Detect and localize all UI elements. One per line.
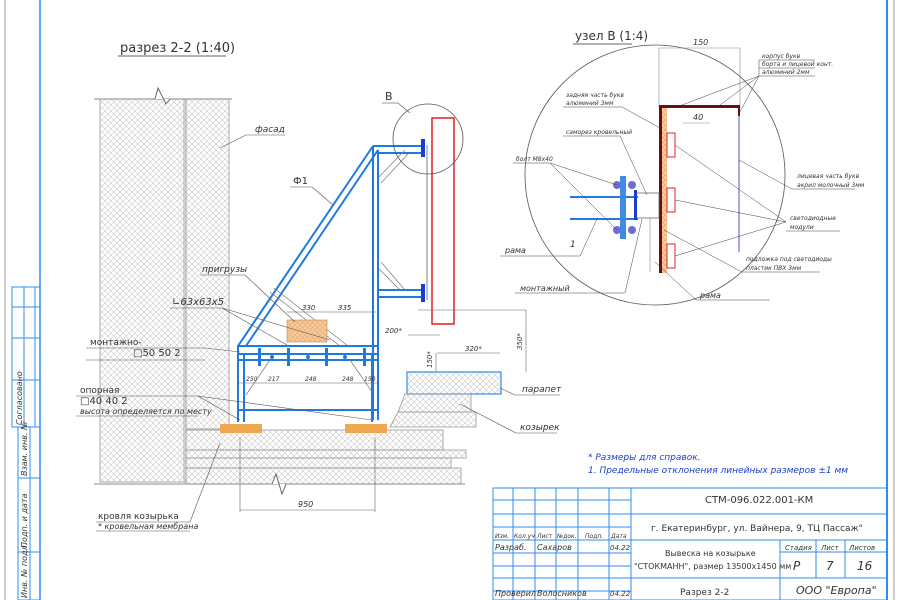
checked-label: Проверил xyxy=(495,589,536,598)
sheet-label: Лист xyxy=(820,544,840,552)
dim-bottom-1: 250 xyxy=(246,376,258,383)
developed-by: Сахаров xyxy=(537,543,572,552)
header-sign: Подп. xyxy=(585,533,603,540)
stamp-sign-date: Подп. и дата xyxy=(20,493,29,548)
parapet xyxy=(406,371,502,395)
label-roof-note: * кровельная мембрана xyxy=(98,522,198,531)
dim-bottom-5: 150 xyxy=(364,376,376,383)
doc-code: СТМ-096.022.001-КМ xyxy=(705,495,813,506)
header-qty: Кол.уч xyxy=(514,533,535,540)
label-mounting: монтажно- xyxy=(90,338,142,348)
detail-bubble-b xyxy=(392,103,464,175)
sign-letter xyxy=(431,117,455,325)
callout-bolt: болт М8х40 xyxy=(516,156,553,163)
sheet-title: Разрез 2-2 xyxy=(680,588,729,598)
note-reference: * Размеры для справок. xyxy=(588,453,701,463)
callout-body-3: алюминий 2мм xyxy=(762,69,810,76)
side-stamp xyxy=(11,286,41,600)
detail-dim-150: 150 xyxy=(693,38,708,47)
label-support-note: высота определяется по месту xyxy=(80,407,212,416)
detail-circle xyxy=(524,44,786,306)
note-tolerance: 1. Предельные отклонения линейных размер… xyxy=(588,466,848,476)
header-date: Дата xyxy=(610,533,627,540)
callout-face-2: акрил молочный 3мм xyxy=(797,182,865,189)
label-roof: кровля козырька xyxy=(98,512,179,522)
dim-bottom-3: 248 xyxy=(305,376,317,383)
stamp-inv-replacement: Взам. инв. № xyxy=(20,422,29,476)
developed-label: Разраб. xyxy=(495,543,526,552)
label-angle: ∟63х63х5 xyxy=(172,297,224,308)
label-weights: пригрузы xyxy=(202,265,247,275)
header-change: Изм. xyxy=(495,533,509,540)
header-sheet: Лист xyxy=(536,533,553,540)
callout-led-2: модули xyxy=(790,224,814,231)
checked-date: 04.22 xyxy=(610,590,631,598)
sheet-value: 7 xyxy=(826,559,834,573)
dim-950: 950 xyxy=(298,500,313,509)
detail-title: узел В (1:4) xyxy=(575,29,648,43)
canopy-layers xyxy=(94,371,502,496)
stage-value: Р xyxy=(793,559,801,573)
label-support: опорная xyxy=(80,386,119,396)
stage-label: Стадия xyxy=(785,544,812,552)
dim-top-a: 330 xyxy=(302,304,316,312)
callout-body-2: борта и лицевой конт. xyxy=(762,61,833,68)
callout-frame: рама xyxy=(504,246,526,255)
label-frame-f1: Ф1 xyxy=(293,176,308,187)
stamp-inv-original: Инв. № подл. xyxy=(20,543,29,598)
callout-substrate-2: пластик ПВХ 3мм xyxy=(746,265,802,272)
callout-substrate-1: подложка под светодиоды xyxy=(746,256,832,263)
company-name: ООО "Европа" xyxy=(796,584,877,597)
dim-top-b: 335 xyxy=(338,304,352,312)
callout-frame-num: 1 xyxy=(570,240,576,250)
callout-led-1: светодиодные xyxy=(790,215,836,222)
callout-body-1: корпус букв xyxy=(762,53,801,60)
label-facade: фасад xyxy=(255,125,285,135)
frame-bolts xyxy=(258,348,366,366)
detail-dim-40: 40 xyxy=(693,113,703,122)
header-doc: №док. xyxy=(556,533,577,540)
label-parapet: парапет xyxy=(522,385,562,395)
dim-bottom-4: 248 xyxy=(342,376,354,383)
sheets-label: Листов xyxy=(848,544,875,552)
callout-back-2: алюминий 3мм xyxy=(566,100,614,107)
section-title: разрез 2-2 (1:40) xyxy=(120,41,235,56)
callout-face-1: лицевая часть букв xyxy=(796,173,860,180)
object-line2: "СТОКМАНН", размер 13500x1450 мм xyxy=(634,562,791,571)
label-bubble-b: В xyxy=(385,90,393,103)
callout-frame2: рама xyxy=(699,291,721,300)
sheets-value: 16 xyxy=(857,559,873,573)
support-block-left xyxy=(220,424,262,433)
dim-bottom-2: 217 xyxy=(268,376,280,383)
sign-body-top xyxy=(659,105,740,108)
dim-200: 200* xyxy=(385,327,402,335)
bolt-plate xyxy=(620,176,626,239)
label-canopy: козырек xyxy=(520,423,560,433)
object-line1: Вывеска на козырьке xyxy=(665,549,756,558)
doc-address: г. Екатеринбург, ул. Вайнера, 9, ТЦ Пасс… xyxy=(651,524,863,534)
callout-mounting: монтажный xyxy=(520,284,570,293)
developed-date: 04.22 xyxy=(610,544,631,552)
stamp-agreed: Согласовано xyxy=(15,371,24,425)
dim-350: 350* xyxy=(516,333,524,350)
label-support-profile: □40 40 2 xyxy=(80,396,128,407)
wall xyxy=(94,86,232,483)
title-block xyxy=(492,487,888,600)
dim-320: 320* xyxy=(465,345,482,353)
callout-screw: саморез кровельный xyxy=(566,129,632,136)
label-mounting-profile: □50 50 2 xyxy=(133,348,181,359)
checked-by: Волосников xyxy=(537,589,587,598)
support-block-right xyxy=(345,424,387,433)
dim-150: 150* xyxy=(426,351,434,368)
steel-frame xyxy=(237,145,425,422)
dimension-lines xyxy=(238,309,527,512)
weight-block xyxy=(286,319,328,343)
callout-back-1: задняя часть букв xyxy=(566,92,624,99)
